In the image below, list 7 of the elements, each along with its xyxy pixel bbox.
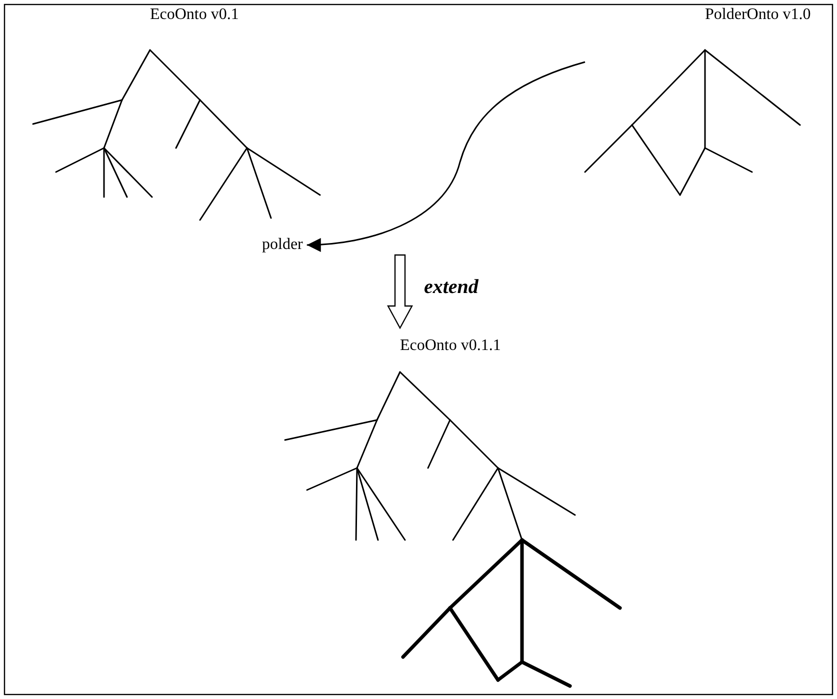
tree-title: EcoOnto v0.1.1 (400, 337, 501, 355)
curved-arrow (306, 61, 586, 252)
hollow-arrow (386, 254, 414, 330)
tree-title: EcoOnto v0.1 (150, 6, 239, 24)
edge-label: extend (424, 276, 478, 298)
tree-title: PolderOnto v1.0 (705, 6, 811, 24)
term-label: polder (262, 236, 303, 254)
